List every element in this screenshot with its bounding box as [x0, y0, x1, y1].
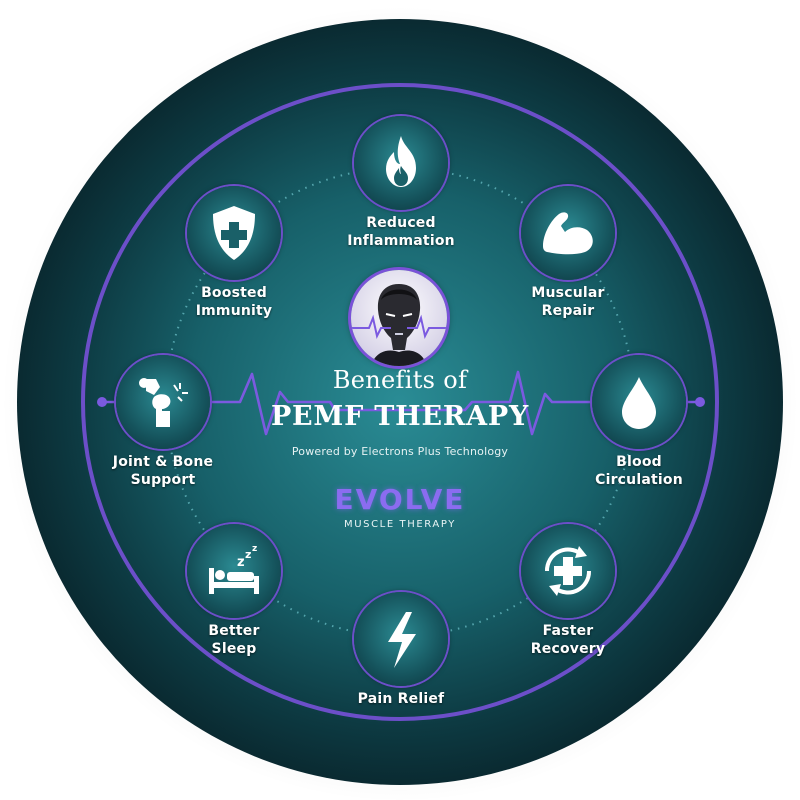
brand-logo: EVOLVE: [334, 483, 466, 516]
benefit-better-sleep: z z z Better Sleep: [134, 524, 334, 658]
outer-ring: [81, 83, 719, 721]
heartbeat-end-dot-left: [97, 397, 107, 407]
svg-text:z: z: [245, 548, 251, 561]
benefit-faster-recovery: Faster Recovery: [468, 524, 668, 658]
subtitle: Powered by Electrons Plus Technology: [291, 445, 509, 458]
heartbeat-end-dot-right: [695, 397, 705, 407]
flame-icon: [354, 116, 448, 210]
bone-joint-icon: [116, 355, 210, 449]
benefit-label: Reduced Inflammation: [347, 215, 455, 249]
title-line-2: PEMF THERAPY: [270, 401, 530, 432]
lightning-bolt-icon: [354, 592, 448, 686]
benefit-label: Joint & Bone Support: [112, 454, 214, 488]
benefit-blood-circulation: Blood Circulation: [539, 355, 739, 489]
svg-text:z: z: [252, 544, 257, 554]
benefit-boosted-immunity: Boosted Immunity: [134, 186, 334, 320]
benefit-muscular-repair: Muscular Repair: [468, 186, 668, 320]
svg-text:z: z: [237, 555, 245, 570]
shield-cross-icon: [187, 186, 281, 280]
benefit-label: Pain Relief: [357, 691, 445, 707]
benefit-reduced-inflammation: Reduced Inflammation: [301, 116, 501, 250]
benefit-label: Muscular Repair: [531, 285, 605, 319]
benefit-label: Better Sleep: [208, 623, 260, 657]
benefit-label: Blood Circulation: [595, 454, 683, 488]
title-line-1: Benefits of: [332, 366, 468, 394]
brand-tagline: MUSCLE THERAPY: [344, 519, 456, 530]
benefit-label: Faster Recovery: [530, 623, 606, 657]
heartbeat-line: [102, 370, 700, 436]
man-face-icon: [351, 270, 447, 366]
benefit-label: Boosted Immunity: [195, 285, 273, 319]
cross-refresh-icon: [521, 524, 615, 618]
sleeping-bed-icon: z z z: [187, 524, 281, 618]
benefit-pain-relief: Pain Relief: [301, 592, 501, 708]
benefit-joint-bone-support: Joint & Bone Support: [63, 355, 263, 489]
flexed-arm-icon: [521, 186, 615, 280]
water-drop-icon: [592, 355, 686, 449]
